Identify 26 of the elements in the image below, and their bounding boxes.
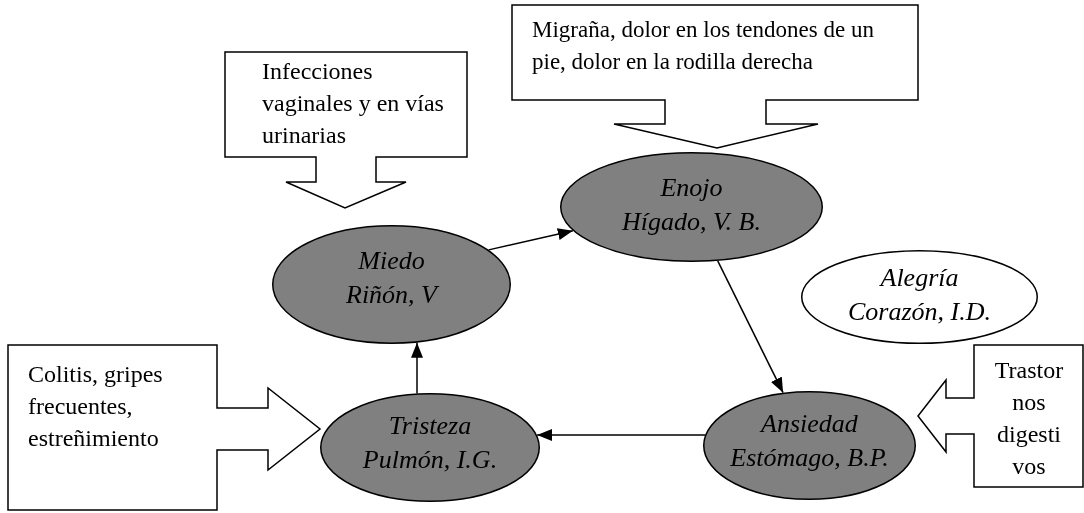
callout-arrow-box [225,52,467,208]
ellipse-label: Alegría [880,262,959,294]
ellipse-label: Enojo [660,172,723,204]
callout-text: Infecciones vaginales y en vías urinarias [262,57,445,150]
ellipse-label: Miedo [358,244,425,277]
emotion-ellipse [560,152,823,262]
ellipse-label: Pulmón, I.G. [362,443,498,476]
emotion-ellipse [703,391,916,500]
ellipse-label: Hígado, V. B. [622,206,761,238]
callout-arrow-box [918,345,1083,487]
callout-arrow-box [512,5,918,148]
callout-text: Trastor nos digesti vos [993,356,1065,481]
ellipse-label: Estómago, B.P. [730,441,889,474]
callout-arrow-box [8,345,320,510]
emotion-ellipse [320,393,540,502]
arrow [536,429,706,441]
arrow [716,260,784,394]
emotion-ellipse [272,225,511,344]
arrow [411,341,423,395]
emotion-ellipse [801,250,1038,344]
callout-text: Migraña, dolor en los tendones de un pie, dolor en la rodilla derecha [532,16,874,76]
arrow [487,228,574,251]
ellipse-label: Corazón, I.D. [848,296,991,328]
ellipse-label: Tristeza [388,409,472,442]
callout-text: Colitis, gripes frecuentes, estreñimiento [28,360,164,453]
ellipse-label: Ansiedad [761,407,858,440]
